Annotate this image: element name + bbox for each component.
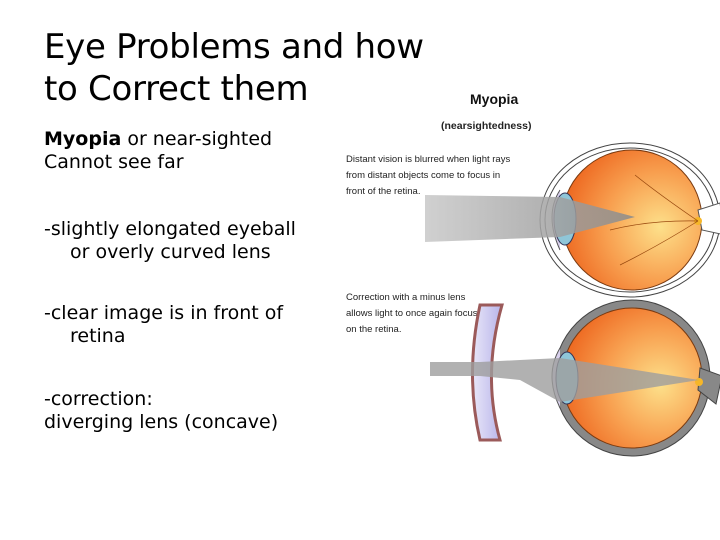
caption-blurred: Distant vision is blurred when light ray… (346, 152, 516, 200)
caption-line: Correction with a minus lens (346, 292, 466, 303)
figure-title: Myopia (470, 91, 519, 107)
caption-line: from distant objects come to focus in (346, 170, 501, 181)
bullet-line: -correction: (44, 388, 153, 410)
corrected-eye-diagram (430, 299, 720, 457)
caption-line: allows light to once again focus (346, 308, 478, 319)
myopic-eye-diagram (425, 142, 720, 298)
bullet-correction: -correction: diverging lens (concave) (44, 388, 278, 434)
bullet-line: -clear image is in front of (44, 302, 284, 324)
light-beam (430, 358, 699, 402)
myopia-term: Myopia (44, 128, 122, 150)
slide-title: Eye Problems and how to Correct them (44, 26, 444, 110)
bullet-line: diverging lens (concave) (44, 411, 279, 433)
light-beam (425, 195, 635, 242)
figure-subtitle: (nearsightedness) (441, 120, 532, 132)
cannot-see-far: Cannot see far (44, 151, 184, 173)
caption-corrected: Correction with a minus lens allows ligh… (346, 290, 516, 338)
myopia-definition: Myopia or near-sighted Cannot see far (44, 128, 272, 174)
title-line-2: to Correct them (44, 69, 309, 109)
bullet-cause: -slightly elongated eyeball or overly cu… (44, 218, 296, 264)
caption-line: front of the retina. (346, 186, 421, 197)
myopia-term-rest: or near-sighted (121, 128, 273, 150)
title-line-1: Eye Problems and how (44, 27, 424, 67)
caption-line: Distant vision is blurred when light ray… (346, 154, 511, 165)
bullet-line: or overly curved lens (70, 241, 271, 263)
bullet-line: -slightly elongated eyeball (44, 218, 296, 240)
bullet-line: retina (70, 325, 126, 347)
bullet-image: -clear image is in front of retina (44, 302, 283, 348)
caption-line: on the retina. (346, 324, 402, 335)
